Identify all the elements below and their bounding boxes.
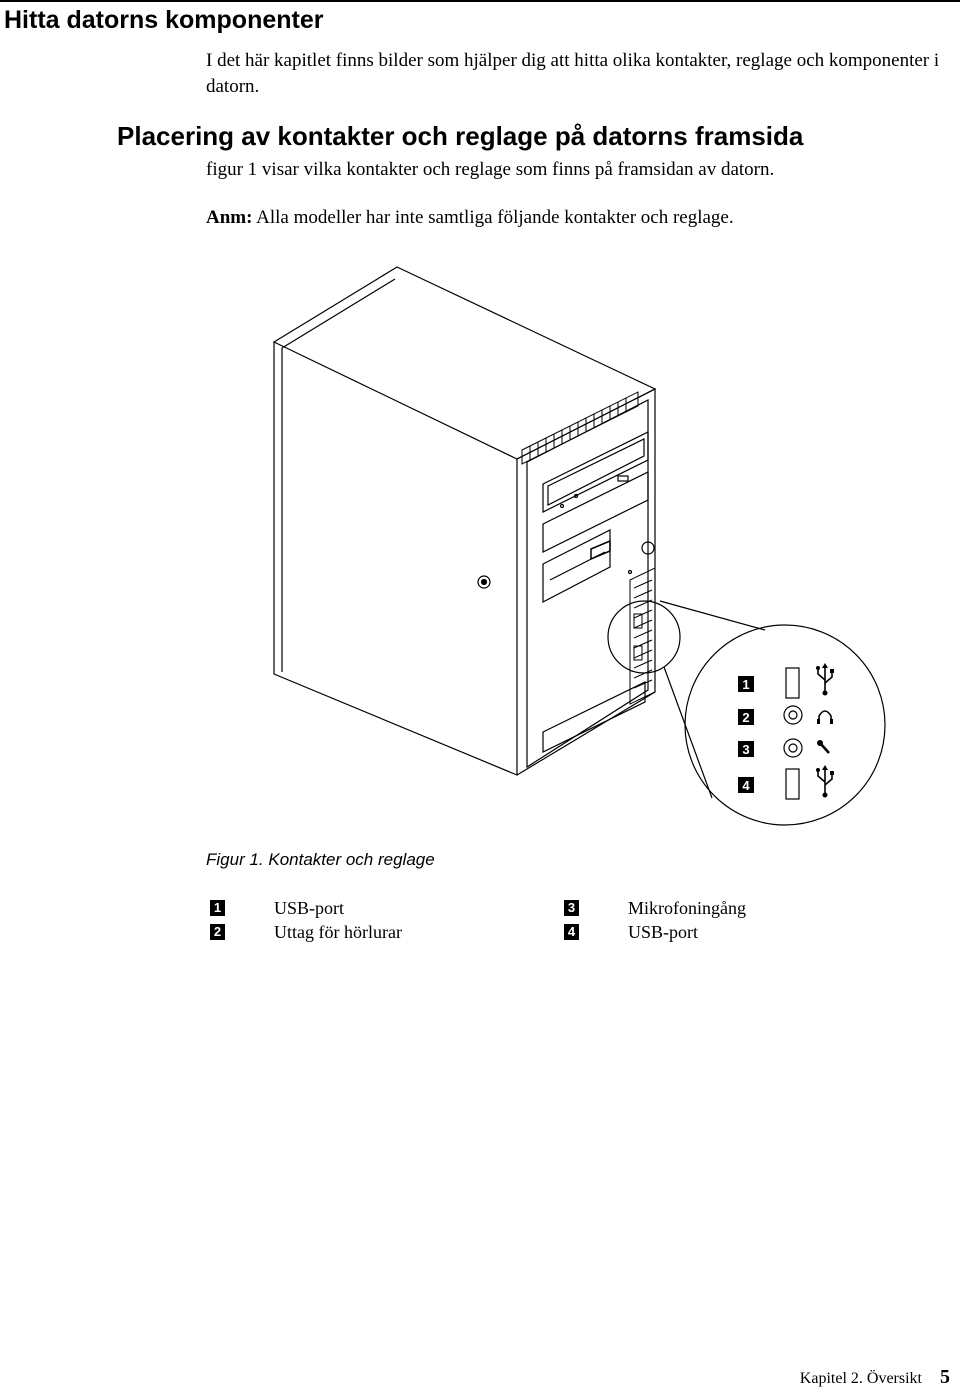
legend-label: USB-port <box>274 898 345 918</box>
power-button <box>641 541 655 555</box>
footer-chapter: Kapitel 2. Översikt <box>799 1370 922 1387</box>
svg-text:4: 4 <box>742 778 750 793</box>
power-led <box>627 569 633 575</box>
zoom-detail-circle <box>684 624 886 826</box>
usb-port-1 <box>785 667 800 699</box>
svg-text:2: 2 <box>742 710 749 725</box>
headphone-icon <box>817 710 833 724</box>
figure-caption: Figur 1. Kontakter och reglage <box>206 850 435 869</box>
legend-number: 1 <box>210 900 225 916</box>
usb-icon <box>816 663 834 696</box>
legend-label: Mikrofoningång <box>628 898 746 918</box>
legend-number: 3 <box>564 900 579 916</box>
optical-drive-bay-2 <box>542 471 649 553</box>
intro-paragraph: I det här kapitlet finns bilder som hjäl… <box>206 50 940 97</box>
figure-reference-paragraph: figur 1 visar vilka kontakter och reglag… <box>206 159 775 180</box>
usb-icon <box>816 765 834 798</box>
legend-number: 4 <box>564 924 579 940</box>
page-number: 5 <box>940 1366 950 1388</box>
lower-panel <box>542 681 646 753</box>
legend-label: Uttag för hörlurar <box>274 922 402 942</box>
chapter-title: Hitta datorns komponenter <box>4 6 324 34</box>
svg-text:3: 3 <box>742 742 749 757</box>
optical-drive-bay-1 <box>542 431 649 513</box>
callout-2: 2 <box>738 709 754 725</box>
zoom-origin-circle <box>607 600 681 674</box>
front-port-grille <box>629 567 656 705</box>
top-vent <box>521 391 639 465</box>
note: Anm: Alla modeller har inte samtliga föl… <box>206 205 734 231</box>
tower-case <box>272 266 657 776</box>
diskette-drive <box>542 529 611 603</box>
callout-3: 3 <box>738 741 754 757</box>
callout-4: 4 <box>738 777 754 793</box>
note-label: Anm: <box>206 207 253 228</box>
note-text: Alla modeller har inte samtliga följande… <box>256 207 734 228</box>
headphone-jack <box>783 705 803 725</box>
legend-number: 2 <box>210 924 225 940</box>
usb-port-4 <box>785 768 800 800</box>
side-lock-icon <box>477 575 491 589</box>
svg-text:1: 1 <box>742 677 749 692</box>
section-heading: Placering av kontakter och reglage på da… <box>117 121 804 151</box>
microphone-icon <box>817 740 830 754</box>
legend-label: USB-port <box>628 922 699 942</box>
zoom-connector-lines <box>659 600 766 799</box>
top-rule <box>0 0 960 2</box>
microphone-jack <box>783 738 803 758</box>
callout-1: 1 <box>738 676 754 692</box>
page-footer: Kapitel 2. Översikt 5 <box>800 1365 950 1391</box>
computer-front-illustration: 1 2 3 4 <box>272 266 886 826</box>
